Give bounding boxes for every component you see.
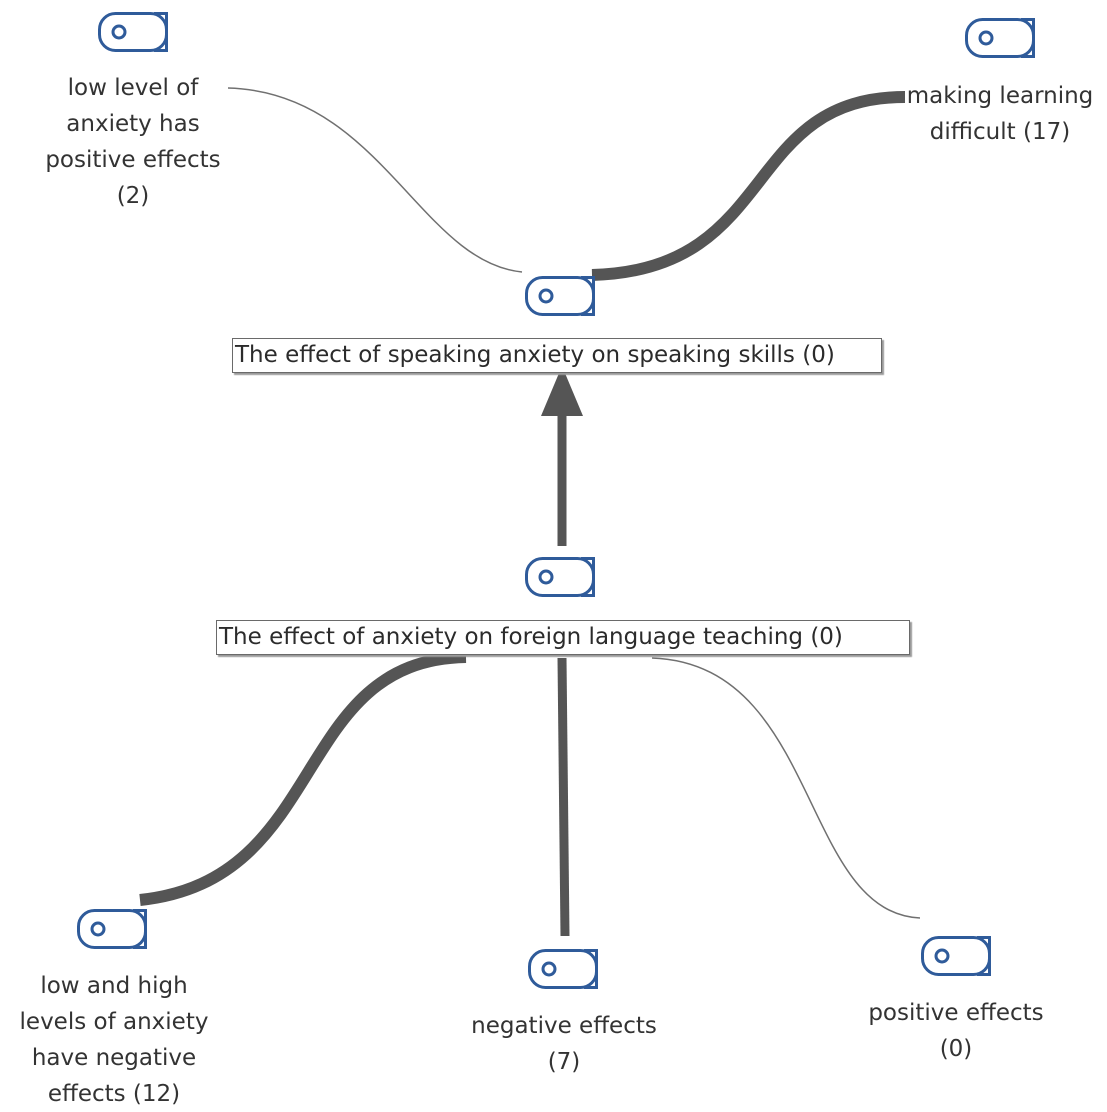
link-low-high-to-foreign [139,651,467,906]
memo-tag-icon-foreign[interactable] [525,557,597,597]
label-line: low level of [67,75,199,101]
memo-tag-icon-low-positive[interactable] [98,12,170,52]
label-line: (0) [939,1036,973,1062]
label-line: (7) [547,1049,581,1075]
link-low-positive-to-speaking [227,87,523,273]
label-line: (2) [116,183,150,209]
link-positive-to-foreign [651,657,921,919]
label-line: difficult (17) [929,119,1071,145]
memo-tag-icon-making-difficult[interactable] [965,18,1037,58]
link-making-difficult-to-speaking [591,91,906,281]
node-positive-label[interactable]: positive effects (0) [850,995,1062,1067]
node-foreign-label[interactable]: The effect of anxiety on foreign languag… [216,620,910,655]
node-speaking-label[interactable]: The effect of speaking anxiety on speaki… [232,338,882,373]
label-line: positive effects [868,1000,1044,1026]
node-low-positive-label[interactable]: low level of anxiety has positive effect… [17,70,249,214]
node-making-difficult-label[interactable]: making learning difficult (17) [899,78,1101,150]
label-line: making learning [906,83,1094,109]
label-line: effects (12) [47,1081,181,1107]
node-low-high-negative-label[interactable]: low and high levels of anxiety have nega… [5,968,223,1112]
link-negative-to-foreign [557,657,570,937]
label-line: have negative [31,1045,197,1071]
node-negative-label[interactable]: negative effects (7) [454,1008,674,1080]
arrowhead-icon [541,366,583,416]
label-line: anxiety has [66,111,200,137]
memo-tag-icon-positive[interactable] [921,936,993,976]
label-line: negative effects [471,1013,657,1039]
memo-tag-icon-negative[interactable] [528,949,600,989]
label-line: low and high [40,973,188,999]
label-line: positive effects [45,147,221,173]
memo-tag-icon-low-high-negative[interactable] [77,909,149,949]
memo-tag-icon-speaking[interactable] [525,276,597,316]
label-line: levels of anxiety [19,1009,209,1035]
